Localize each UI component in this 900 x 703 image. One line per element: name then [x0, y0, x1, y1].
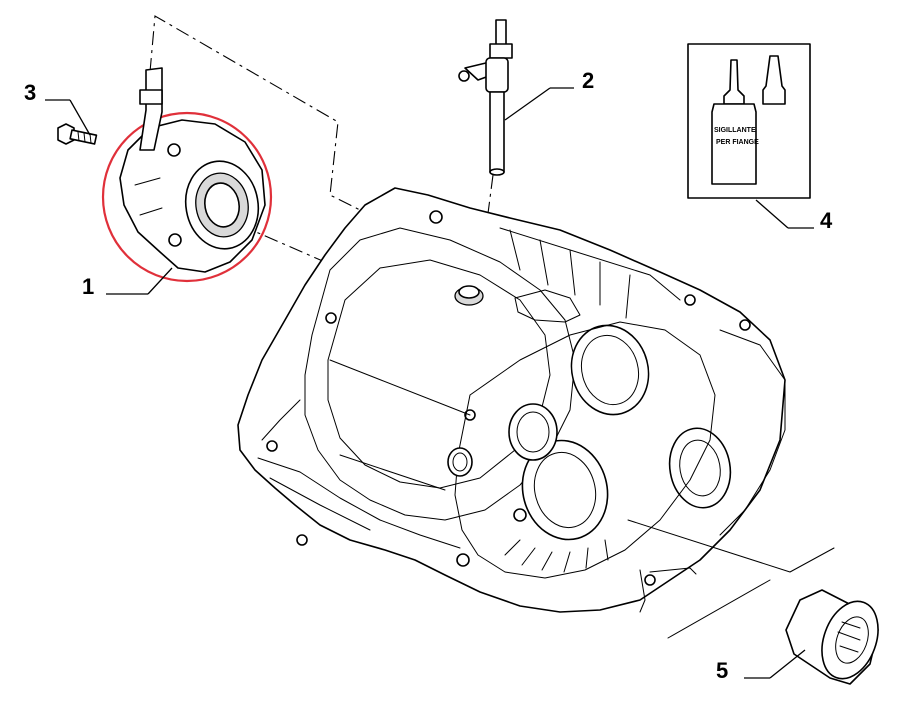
sealant-bottle-icon: SIGILLANTE PER FIANGE [711, 55, 786, 185]
bolt-icon [57, 123, 98, 145]
callout-2-label: 2 [582, 68, 594, 93]
callout-group-3[interactable]: 3 [24, 80, 98, 145]
bearing-bore-right [668, 427, 732, 509]
callout-group-5[interactable]: 5 [627, 519, 888, 686]
callout-3-label: 3 [24, 80, 36, 105]
callout-group-1[interactable]: 1 [82, 67, 273, 299]
callout-group-4[interactable]: SIGILLANTE PER FIANGE 4 [687, 43, 833, 233]
highlight-ring [101, 111, 273, 283]
release-bearing-icon [119, 67, 266, 273]
callout-1-label: 1 [82, 274, 94, 299]
oil-filter-icon [785, 589, 879, 685]
breather-pipe-icon [458, 19, 513, 176]
gearbox-housing-icon[interactable] [237, 187, 786, 613]
bearing-bore-small [508, 403, 558, 461]
callout-4-label: 4 [820, 208, 833, 233]
bottle-label-line1: SIGILLANTE [714, 127, 756, 134]
callout-group-2[interactable]: 2 [458, 19, 594, 176]
bottle-label-line2: PER FIANGE [716, 139, 759, 146]
bearing-bore-upper [570, 324, 650, 416]
filter-section-lines [627, 519, 835, 639]
callout-5-label: 5 [716, 658, 728, 683]
